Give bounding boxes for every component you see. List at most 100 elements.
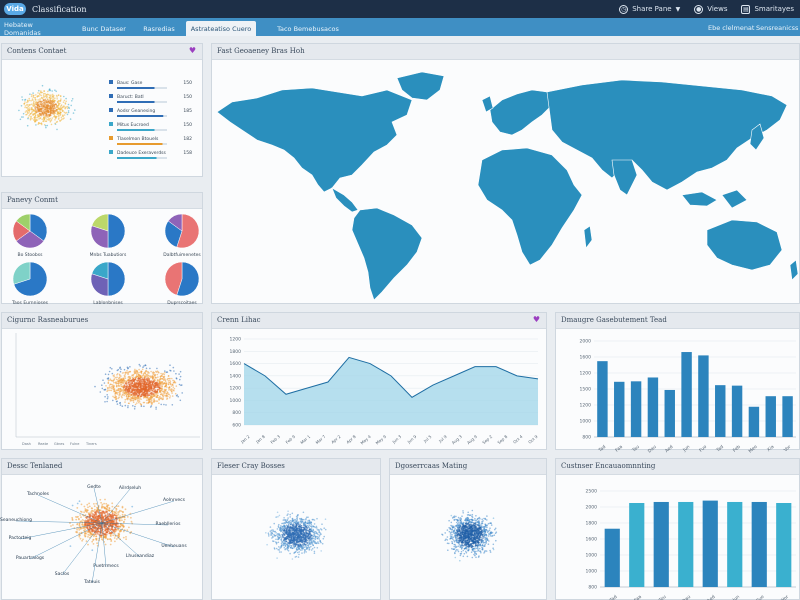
pie-slice (176, 261, 200, 297)
network-label-8: Pauartraiogs (16, 555, 45, 561)
bar2-xlabel-6: Fuo (755, 594, 765, 600)
pie-slice (107, 261, 126, 297)
bar-xlabel-10: Xia (766, 444, 775, 453)
world-map[interactable] (212, 60, 800, 305)
pie-slice (90, 225, 109, 249)
bar2-ylabel-5: 1000 (586, 569, 598, 575)
legend-label-3: Mitus Eucroed (117, 122, 149, 128)
chevron-down-icon: ▼ (675, 5, 681, 13)
bar2-xlabel-2: Tou (657, 594, 668, 600)
line-xlabel-14: Aug 3 (451, 434, 463, 446)
settings-icon: ▤ (741, 4, 751, 14)
bar-bar-8 (731, 385, 743, 437)
bar2-bar-7 (776, 503, 792, 587)
bar2-ylabel-0: 2500 (586, 489, 598, 495)
legend-label-0: Baus: Gase (117, 80, 143, 86)
pie-slice (107, 213, 126, 249)
legend-value-0: 150 (183, 80, 192, 86)
tab-ebe[interactable]: Ebe clelmenat (708, 23, 755, 32)
bar-ylabel-1: 1600 (580, 355, 592, 361)
network-edge (101, 522, 175, 548)
views-menu[interactable]: ● Views (694, 4, 728, 14)
app-title: Classification (32, 4, 87, 14)
views-label: Views (707, 5, 728, 13)
bar2-xlabel-1: Faa (633, 594, 643, 600)
bar2-ylabel-4: 1000 (586, 553, 598, 559)
line-ylabel-1: 1800 (230, 349, 242, 355)
line-xlabel-7: Apr 8 (345, 434, 357, 445)
app-logo: Vida (4, 3, 26, 15)
line-ylabel-3: 1400 (230, 373, 242, 379)
pie-4 (90, 261, 126, 297)
bar-bar-0 (597, 361, 608, 437)
pie-slice (164, 220, 183, 248)
pie-label-3: Taos Eurnnioses (11, 300, 49, 306)
legend-label-1: Baruct: Batl (117, 94, 144, 100)
legend-value-3: 150 (183, 122, 192, 128)
line-xlabel-16: Sep 2 (481, 434, 493, 445)
pie-slice (167, 213, 183, 232)
scatter2-plot (441, 509, 498, 562)
bar2-bar-4 (702, 500, 718, 587)
pie-2 (164, 213, 200, 249)
legend-bar (117, 129, 155, 131)
legend-swatch (109, 122, 113, 126)
line-xlabel-8: May 4 (359, 434, 372, 446)
bar-ylabel-0: 2000 (580, 339, 592, 345)
network-label-6: Pactorteig (9, 535, 32, 541)
tab-rasredias[interactable]: Rasredias (143, 24, 175, 33)
pie-slice (13, 261, 48, 297)
pie-label-4: Lablonbnises (93, 300, 123, 306)
bar2-bar-2 (653, 501, 669, 587)
bar-bar-4 (664, 389, 675, 437)
scatter1-plot (265, 510, 327, 560)
bar-xlabel-5: Jun (681, 444, 691, 454)
network-edge (61, 522, 103, 576)
bar-bar-7 (715, 385, 726, 437)
network-label-7: Uenheuans (161, 543, 187, 549)
scatter2-cloud (441, 509, 498, 562)
scatter2-panel: Dgoserrcaas Mating (389, 458, 547, 600)
pie-slice (15, 213, 31, 232)
tab-taco[interactable]: Taco Bemebusacos (277, 24, 339, 33)
tab-bunc[interactable]: Bunc Dataser (82, 24, 126, 33)
chevron-down-icon[interactable]: ♥ (532, 315, 540, 324)
pie-0 (12, 213, 48, 249)
bar-bar-11 (782, 396, 793, 437)
density-tick-1: Reate (38, 442, 48, 446)
pie-5 (164, 261, 200, 297)
network-edge (19, 522, 103, 540)
bar2-bar-3 (678, 501, 694, 587)
tab-astrateatiso[interactable]: Astrateatiso Cuero (186, 21, 256, 36)
bar-ylabel-6: 800 (582, 435, 591, 441)
legend-value-4: 182 (183, 136, 192, 142)
network-edge (93, 487, 103, 524)
network-label-1: Gedte (87, 484, 101, 490)
bar2-ylabel-6: 800 (588, 585, 597, 591)
tab-sensre[interactable]: Sensreanicss (756, 23, 799, 32)
tab-hebatew[interactable]: Hebatew Domanidas (4, 20, 41, 37)
line-xlabel-1: Jan 8 (254, 434, 266, 445)
network-label-2: Ailrdseluh (119, 485, 141, 491)
line-xlabel-12: Jul 5 (422, 434, 433, 444)
bar-xlabel-0: Tad (597, 444, 608, 454)
line-xlabel-11: Jun 9 (406, 434, 418, 445)
bar-xlabel-9: Meo (748, 444, 759, 455)
line-xlabel-15: Aug 9 (466, 434, 478, 446)
settings-menu[interactable]: ▤ Smaritayes (741, 4, 794, 14)
network-label-12: Tateuis (83, 579, 100, 585)
bar2-xlabel-4: Aed (706, 594, 717, 600)
pie-label-5: Duprscoitaes (167, 300, 197, 306)
network-edge (101, 522, 107, 568)
bar2-bar-1 (629, 503, 645, 587)
share-pane-menu[interactable]: ◷ Share Pane ▼ (619, 4, 681, 14)
map-panel: Fast Geoaeney Bras Hoh (211, 43, 800, 304)
legend-swatch (109, 80, 113, 84)
chevron-down-icon[interactable]: ♥ (188, 46, 196, 55)
bar2-ylabel-1: 2000 (586, 505, 598, 511)
bar-bar-3 (647, 377, 659, 437)
